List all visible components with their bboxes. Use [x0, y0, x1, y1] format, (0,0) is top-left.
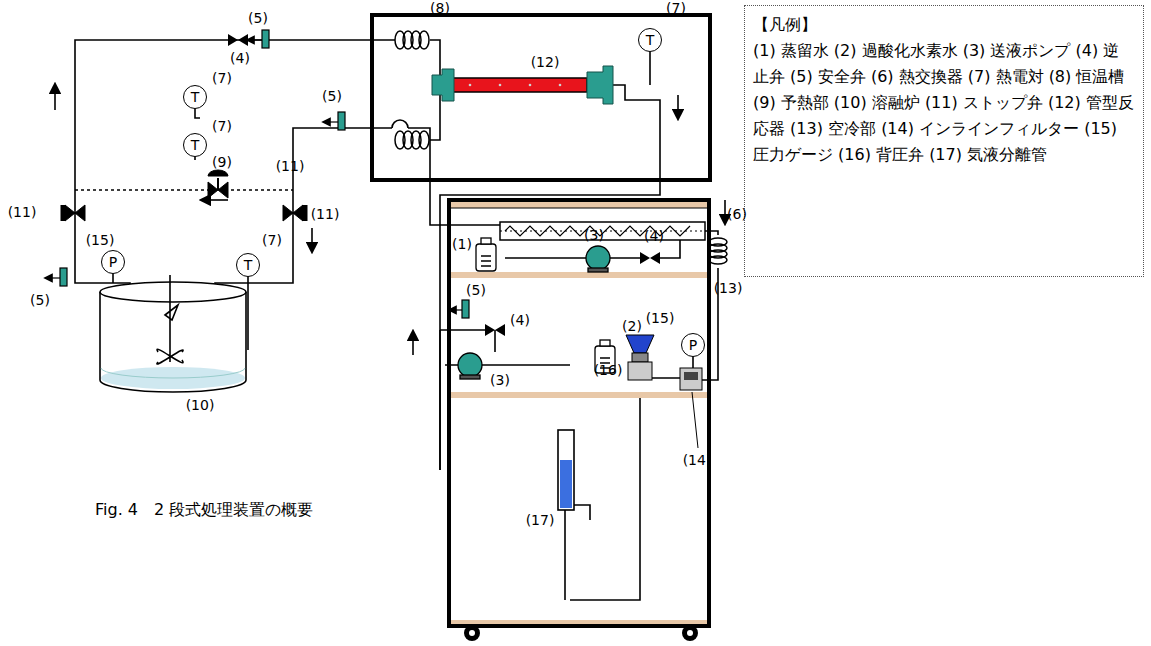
- callout-number: (15): [86, 232, 115, 248]
- gauge-circle: T: [183, 133, 207, 157]
- callout-number: (6): [727, 206, 747, 222]
- callout-number: (11): [311, 206, 340, 222]
- gauge-letter: T: [191, 137, 200, 153]
- gauge-circle: P: [101, 250, 125, 274]
- callout-number: (5): [30, 292, 50, 308]
- callout-number: (10): [186, 397, 215, 413]
- legend-entry: (7) 熱電対: [968, 67, 1044, 86]
- callout-number: (8): [430, 0, 450, 16]
- callout-number: (5): [248, 10, 268, 26]
- gauge-letter: T: [646, 32, 655, 48]
- legend-entry: (10) 溶融炉: [834, 93, 920, 112]
- callout-number: (4): [230, 50, 250, 66]
- callout-number: (11): [276, 158, 305, 174]
- callout-number: (14): [683, 452, 712, 468]
- callout-number: (4): [644, 228, 664, 244]
- callout-number: (17): [526, 512, 555, 528]
- gauge-letter: T: [191, 89, 200, 105]
- legend-entry: (13) 空冷部: [790, 119, 876, 138]
- legend-entry: (16) 背圧弁: [838, 145, 924, 164]
- legend-entry: (11) ストップ弁: [925, 93, 1043, 112]
- legend-entry: (8) 恒温槽: [1049, 67, 1125, 86]
- callout-number: (7): [212, 70, 232, 86]
- callout-number: (7): [666, 0, 686, 16]
- callout-number: (9): [212, 154, 232, 170]
- callout-number: (3): [584, 227, 604, 243]
- legend-entry: (17) 気液分離管: [929, 145, 1047, 164]
- callout-number: (15): [646, 310, 675, 326]
- callout-number: (5): [322, 88, 342, 104]
- callout-number: (13): [714, 280, 743, 296]
- gauge-letter: T: [244, 257, 253, 273]
- gauge-circle: T: [638, 28, 662, 52]
- callout-number: (11): [8, 204, 37, 220]
- callout-number: (12): [531, 54, 560, 70]
- callout-number: (7): [212, 118, 232, 134]
- callout-number: (7): [262, 232, 282, 248]
- legend-entry: (2) 過酸化水素水: [834, 41, 958, 60]
- legend-heading: 【凡例】: [753, 15, 817, 34]
- gauge-letter: P: [109, 254, 117, 270]
- callout-number: (2): [622, 318, 642, 334]
- legend-entry: (14) インラインフィルター: [881, 119, 1079, 138]
- callout-number: (3): [490, 372, 510, 388]
- legend-entry: (1) 蒸留水: [753, 41, 829, 60]
- legend-entry: (6) 熱交換器: [871, 67, 963, 86]
- legend-entry: (9) 予熱部: [753, 93, 829, 112]
- gauge-letter: P: [689, 337, 697, 353]
- callout-number: (4): [510, 312, 530, 328]
- gauge-circle: P: [681, 333, 705, 357]
- legend-box: 【凡例】(1) 蒸留水 (2) 過酸化水素水 (3) 送液ポンプ (4) 逆止弁…: [744, 5, 1144, 277]
- legend-entry: (5) 安全弁: [790, 67, 866, 86]
- callout-number: (16): [594, 362, 623, 378]
- callout-number: (1): [452, 236, 472, 252]
- figure-caption: Fig. 4 2 段式処理装置の概要: [95, 500, 313, 521]
- callout-number: (5): [466, 282, 486, 298]
- gauge-circle: T: [183, 85, 207, 109]
- legend-entry: (3) 送液ポンプ: [963, 41, 1071, 60]
- gauge-circle: T: [236, 253, 260, 277]
